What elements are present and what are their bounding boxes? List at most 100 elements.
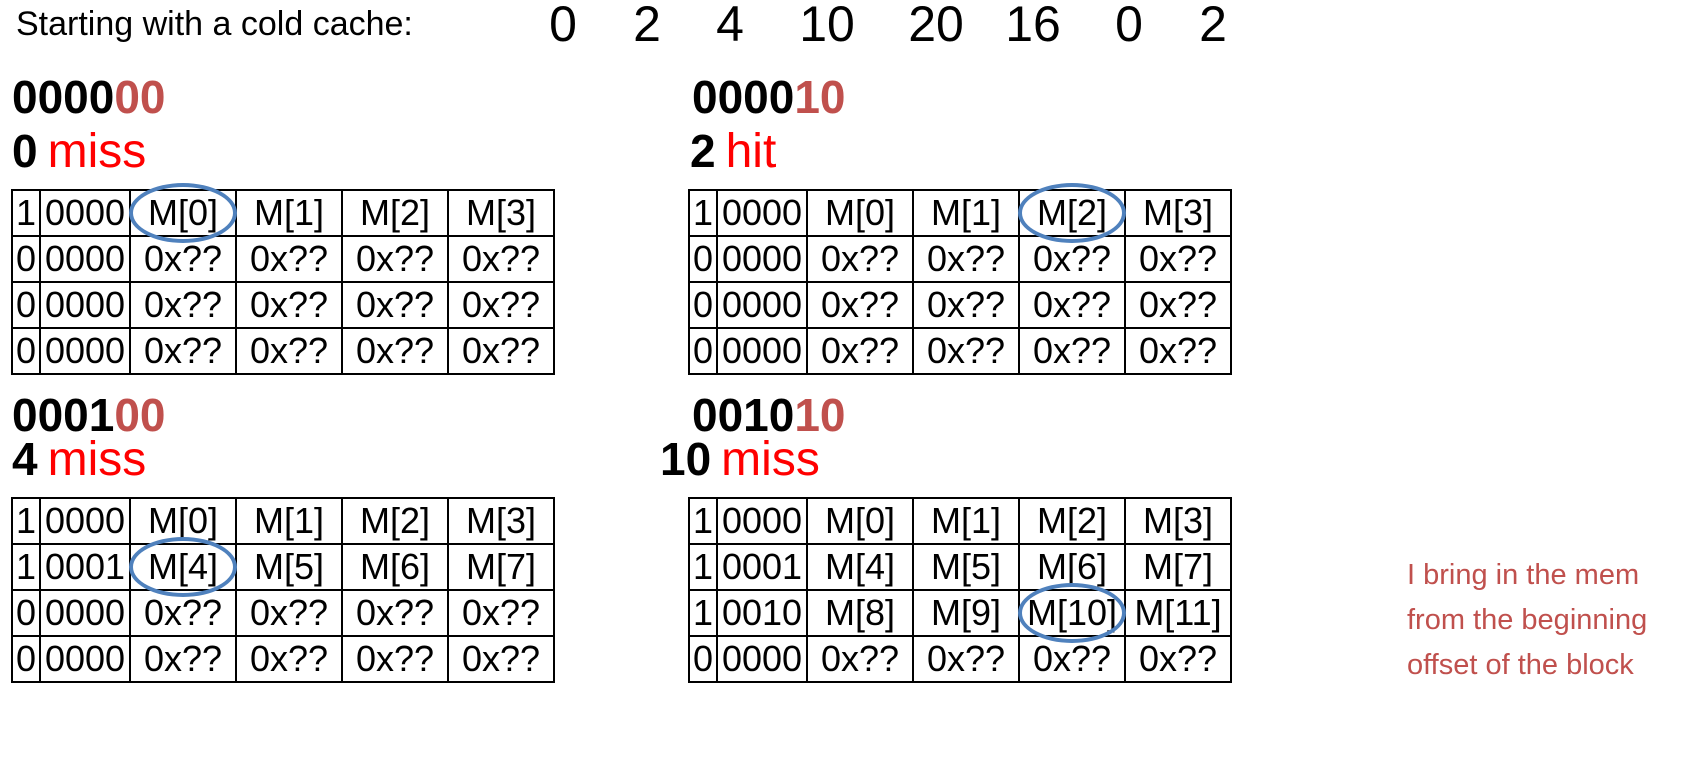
cell-value: M[5] <box>253 546 324 587</box>
cell-value: 0000 <box>721 192 803 233</box>
cell-value: 0x?? <box>820 284 900 325</box>
cell-value: 0x?? <box>143 592 223 633</box>
cell-value: 0x?? <box>926 284 1006 325</box>
tag-cell: 0010 <box>716 589 808 637</box>
cell-value: 1 <box>692 546 714 587</box>
cell-value: 0000 <box>721 284 803 325</box>
data-cell: M[0] <box>129 497 237 545</box>
data-cell: 0x?? <box>912 235 1020 283</box>
cell-value: 0 <box>692 238 714 279</box>
tag-cell: 0000 <box>716 497 808 545</box>
tag-cell: 0001 <box>716 543 808 591</box>
data-cell: 0x?? <box>1018 281 1126 329</box>
data-cell: M[11] <box>1124 589 1232 637</box>
data-cell: M[5] <box>235 543 343 591</box>
cell-value: 0000 <box>44 592 126 633</box>
address-offset-bits: 00 <box>114 71 166 123</box>
cell-value: M[5] <box>930 546 1001 587</box>
cell-value: 0x?? <box>355 284 435 325</box>
data-cell: 0x?? <box>129 235 237 283</box>
cell-value: 0x?? <box>355 638 435 679</box>
data-cell: M[7] <box>1124 543 1232 591</box>
tag-cell: 0000 <box>716 635 808 683</box>
data-cell: M[2] <box>341 497 449 545</box>
cell-value: 0x?? <box>461 284 541 325</box>
cell-value: 0x?? <box>143 284 223 325</box>
tag-cell: 0000 <box>716 235 808 283</box>
data-cell: 0x?? <box>1018 635 1126 683</box>
cell-value: 0x?? <box>820 238 900 279</box>
cell-value: M[0] <box>147 500 218 541</box>
valid-bit-cell: 0 <box>11 327 41 375</box>
address-tag-bits: 0000 <box>692 71 795 123</box>
cell-value: M[0] <box>147 192 218 233</box>
tag-cell: 0000 <box>39 189 131 237</box>
cell-value: M[3] <box>465 500 536 541</box>
tag-cell: 0000 <box>716 189 808 237</box>
cell-value: 0x?? <box>355 592 435 633</box>
sequence-number: 2 <box>1199 0 1227 52</box>
tag-cell: 0000 <box>39 281 131 329</box>
data-cell: 0x?? <box>235 281 343 329</box>
data-cell: M[2] <box>1018 497 1126 545</box>
sequence-number: 16 <box>1005 0 1061 52</box>
cell-value: M[7] <box>465 546 536 587</box>
cell-value: 0000 <box>44 330 126 371</box>
cell-value: 0x?? <box>1138 638 1218 679</box>
access-address: 2 <box>690 125 716 177</box>
data-cell: 0x?? <box>1018 327 1126 375</box>
data-cell: 0x?? <box>235 589 343 637</box>
cell-value: 0010 <box>721 592 803 633</box>
cell-value: 1 <box>15 546 37 587</box>
valid-bit-cell: 1 <box>11 543 41 591</box>
data-cell: M[3] <box>447 497 555 545</box>
cell-value: 1 <box>692 500 714 541</box>
valid-bit-cell: 0 <box>11 281 41 329</box>
data-cell: 0x?? <box>129 327 237 375</box>
cell-value: M[7] <box>1142 546 1213 587</box>
address-offset-bits: 10 <box>794 71 846 123</box>
data-cell: 0x?? <box>447 327 555 375</box>
cell-value: 0x?? <box>461 238 541 279</box>
data-cell: M[6] <box>1018 543 1126 591</box>
address-binary: 000100 <box>12 392 166 438</box>
address-offset-bits: 10 <box>794 389 846 441</box>
cell-value: 0000 <box>44 284 126 325</box>
valid-bit-cell: 1 <box>11 497 41 545</box>
data-cell: M[2] <box>1018 183 1126 243</box>
cell-value: 0000 <box>44 500 126 541</box>
address-tag-bits: 0000 <box>12 71 115 123</box>
valid-bit-cell: 0 <box>11 235 41 283</box>
data-cell: 0x?? <box>912 281 1020 329</box>
cell-value: 0x?? <box>249 592 329 633</box>
cell-value: 0x?? <box>820 638 900 679</box>
address-binary: 000000 <box>12 74 166 120</box>
valid-bit-cell: 0 <box>688 281 718 329</box>
cell-value: 0x?? <box>461 330 541 371</box>
access-address: 0 <box>12 125 38 177</box>
cell-value: 0000 <box>721 330 803 371</box>
header-label: Starting with a cold cache: <box>16 5 413 43</box>
cell-value: 0x?? <box>1032 330 1112 371</box>
valid-bit-cell: 0 <box>688 635 718 683</box>
cell-value: 1 <box>692 592 714 633</box>
note-line: I bring in the mem <box>1407 559 1640 591</box>
tag-cell: 0000 <box>39 235 131 283</box>
cell-value: 0000 <box>721 638 803 679</box>
access-outcome: miss <box>47 433 147 486</box>
data-cell: 0x?? <box>235 235 343 283</box>
cell-value: M[2] <box>1036 500 1107 541</box>
cell-value: 0 <box>15 238 37 279</box>
data-cell: M[5] <box>912 543 1020 591</box>
cell-value: 0x?? <box>355 330 435 371</box>
cell-value: 0x?? <box>1138 330 1218 371</box>
